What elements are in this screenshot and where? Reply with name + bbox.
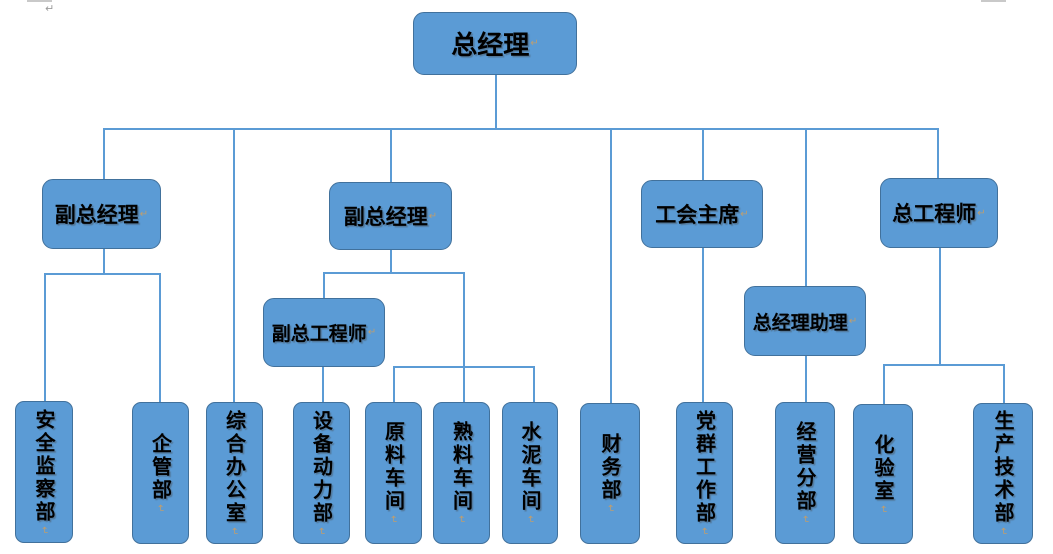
org-node-general-office[interactable]: 综合办公室↵ [206, 402, 263, 544]
org-node-finance-dept[interactable]: 财务部 ↵ [580, 403, 640, 544]
connector-line [463, 272, 465, 402]
paragraph-mark: ↵ [877, 504, 889, 514]
document-return-mark: ↵ [45, 2, 55, 15]
connector-line [393, 366, 395, 402]
paragraph-mark: ↵ [799, 515, 811, 524]
connector-line [702, 128, 704, 180]
paragraph-mark: ↵ [38, 525, 50, 535]
paragraph-mark: ↵ [428, 210, 438, 222]
paragraph-mark: ↵ [367, 327, 377, 338]
org-node-label: 企管部 [148, 432, 173, 502]
org-node-deputy-general-manager-2[interactable]: 副总经理↵ [329, 182, 452, 250]
paragraph-mark: ↵ [387, 515, 399, 524]
paragraph-mark: ↵ [524, 515, 536, 524]
document-border-fragment [27, 0, 52, 2]
org-node-label: 综合办公室 [222, 409, 247, 525]
org-node-label: 党群工作部 [692, 409, 717, 525]
document-border-fragment [981, 0, 1006, 2]
paragraph-mark: ↵ [740, 208, 749, 220]
org-node-deputy-chief-engineer[interactable]: 副总工程师↵ [263, 298, 385, 367]
paragraph-mark: ↵ [154, 503, 166, 513]
org-node-gm-assistant[interactable]: 总经理助理↵ [744, 286, 866, 356]
connector-line [323, 272, 463, 274]
connector-line [322, 367, 324, 402]
org-node-label: 安全监察部 [32, 408, 56, 524]
connector-line [610, 128, 612, 403]
connector-line [103, 128, 105, 179]
paragraph-mark: ↵ [698, 526, 710, 536]
org-node-label: 生产技术部 [991, 410, 1015, 525]
connector-line [533, 366, 535, 402]
paragraph-mark: ↵ [228, 526, 240, 536]
connector-line [805, 356, 807, 402]
connector-line [390, 128, 392, 182]
paragraph-mark: ↵ [604, 504, 616, 513]
org-node-label: 原料车间 [381, 421, 406, 513]
org-node-label: 化验室 [871, 433, 895, 503]
connector-line [103, 128, 937, 130]
org-node-chief-engineer[interactable]: 总工程师↵ [880, 178, 998, 248]
connector-line [883, 364, 1003, 366]
paragraph-mark: ↵ [997, 527, 1009, 536]
connector-line [495, 75, 497, 129]
connector-line [233, 128, 235, 402]
connector-line [44, 273, 159, 275]
org-node-label: 副总工程师 [271, 323, 367, 345]
org-node-label: 熟料车间 [449, 421, 474, 513]
org-node-party-mass-work-dept[interactable]: 党群工作部↵ [676, 402, 733, 544]
connector-line [805, 128, 807, 286]
paragraph-mark: ↵ [139, 208, 149, 220]
org-node-enterprise-mgmt-dept[interactable]: 企管部↵ [132, 402, 189, 544]
org-node-label: 财务部 [598, 433, 622, 502]
org-node-laboratory[interactable]: 化验室↵ [853, 404, 913, 544]
org-node-equipment-power-dept[interactable]: 设备动力部↵ [293, 402, 350, 544]
org-node-label: 设备动力部 [309, 409, 334, 525]
org-node-cement-workshop[interactable]: 水泥车间 ↵ [502, 402, 558, 544]
org-node-business-division[interactable]: 经营分部 ↵ [775, 402, 835, 544]
org-node-label: 总工程师 [892, 202, 977, 226]
org-node-label: 总经理助理 [752, 311, 848, 334]
org-node-label: 副总经理 [54, 203, 139, 227]
connector-line [323, 272, 325, 298]
paragraph-mark: ↵ [315, 526, 327, 536]
connector-line [702, 248, 704, 402]
connector-line [103, 249, 105, 273]
paragraph-mark: ↵ [977, 207, 986, 219]
paragraph-mark: ↵ [455, 515, 467, 524]
connector-line [159, 273, 161, 402]
connector-line [393, 366, 533, 368]
org-node-clinker-workshop[interactable]: 熟料车间 ↵ [433, 402, 490, 544]
org-node-production-tech-dept[interactable]: 生产技术部 ↵ [973, 403, 1033, 544]
org-node-label: 水泥车间 [518, 421, 542, 513]
paragraph-mark: ↵ [530, 38, 539, 49]
org-node-raw-material-workshop[interactable]: 原料车间 ↵ [365, 402, 422, 544]
org-node-label: 副总经理 [343, 205, 428, 229]
connector-line [939, 248, 941, 364]
connector-line [390, 250, 392, 272]
org-node-general-manager[interactable]: 总经理↵ [413, 12, 577, 75]
org-node-label: 总经理 [451, 31, 530, 61]
org-node-label: 工会主席 [655, 203, 740, 227]
connector-line [1003, 364, 1005, 403]
org-node-safety-supervision-dept[interactable]: 安全监察部↵ [15, 401, 73, 543]
org-node-label: 经营分部 [793, 421, 817, 513]
org-node-deputy-general-manager-1[interactable]: 副总经理↵ [42, 179, 161, 249]
connector-line [883, 364, 885, 404]
connector-line [937, 128, 939, 178]
paragraph-mark: ↵ [848, 315, 858, 327]
connector-line [44, 273, 46, 401]
org-node-union-chairman[interactable]: 工会主席↵ [641, 180, 763, 248]
